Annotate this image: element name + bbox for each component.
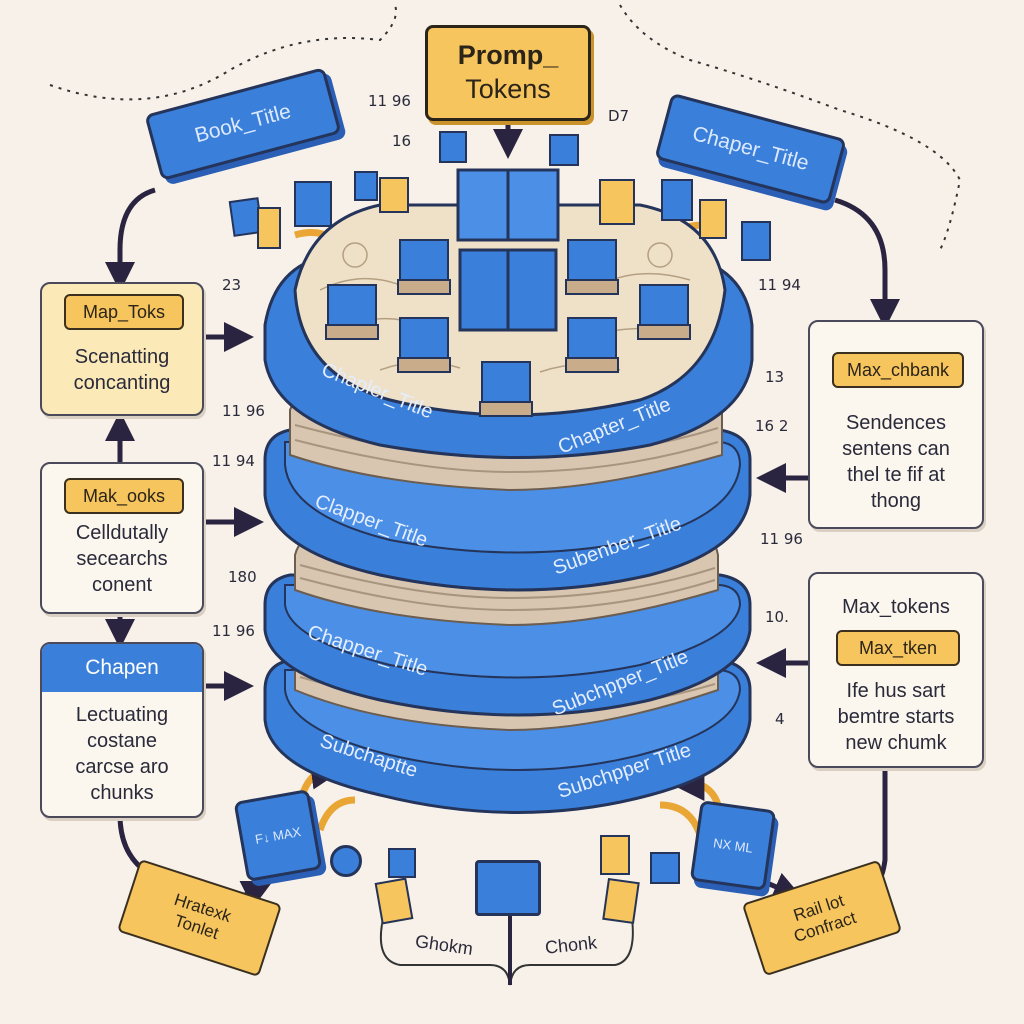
bottom-small-cube-left	[388, 848, 416, 878]
chapen-line3: carcse aro	[75, 756, 169, 778]
chapen-header: Chapen	[42, 644, 202, 692]
bottom-left-cube-label: F↓ MAX	[253, 824, 303, 847]
bottom-right-yellow-label: Rail lot Confract	[791, 890, 859, 946]
cube	[565, 317, 619, 373]
bottom-circle-icon	[330, 845, 362, 877]
max-tokens-line2: bemtre starts	[837, 706, 955, 728]
number-label: 13	[765, 368, 785, 386]
bottom-yellow-token-right2	[602, 877, 640, 925]
left-panel-chapen: Chapen Lectuating costane carcse aro chu…	[40, 642, 204, 818]
bottom-left-cube: F↓ MAX	[233, 789, 323, 882]
number-label: 4	[775, 710, 785, 728]
chapen-line4: chunks	[90, 782, 154, 804]
max-chbank-line1: Sendences	[845, 412, 947, 434]
mak-ooks-tag: Mak_ooks	[64, 478, 184, 514]
chapen-line1: Lectuating	[75, 704, 169, 726]
cube	[397, 317, 451, 373]
max-chbank-line4: thong	[870, 490, 922, 512]
bottom-yellow-token-right	[600, 835, 630, 875]
max-tokens-line1: Ife hus sart	[846, 680, 946, 702]
chapen-line2: costane	[86, 730, 158, 752]
cube	[397, 239, 451, 295]
left-panel-map-toks: Map_Toks Scenatting concanting	[40, 282, 204, 416]
map-toks-line2: concanting	[73, 372, 171, 394]
prompt-tokens-line2: Tokens	[465, 74, 551, 104]
mak-ooks-line3: conent	[91, 574, 153, 596]
cube	[565, 239, 619, 295]
prompt-tokens-box: Promp_ Tokens	[425, 25, 591, 121]
number-label: 11 96	[368, 92, 411, 110]
number-label: 16 2	[755, 417, 789, 435]
number-label: 16	[392, 132, 412, 150]
max-chbank-line2: sentens can	[842, 438, 950, 460]
floating-tokens	[228, 131, 771, 261]
mak-ooks-line2: secearchs	[76, 548, 168, 570]
bottom-small-cube-right	[650, 852, 680, 884]
number-label: 23	[222, 276, 242, 294]
map-toks-line1: Scenatting	[74, 346, 170, 368]
number-label: 11 94	[758, 276, 801, 294]
bottom-right-cube-label: NX ML	[712, 835, 754, 856]
max-chbank-tag: Max_chbank	[832, 352, 964, 388]
mak-ooks-line1: Celldutally	[75, 522, 169, 544]
cube-cluster	[325, 168, 691, 417]
bottom-left-yellow-label: Hratexk Tonlet	[171, 889, 234, 944]
max-chbank-line3: thel te fif at	[847, 464, 945, 486]
left-panel-mak-ooks: Mak_ooks Celldutally secearchs conent	[40, 462, 204, 614]
number-label: 180	[228, 568, 257, 586]
cube	[479, 361, 533, 417]
cube	[325, 284, 379, 340]
bottom-center-cube	[475, 860, 541, 916]
number-label: 10.	[765, 608, 789, 626]
max-tokens-title: Max_tokens	[842, 596, 950, 618]
max-tken-tag: Max_tken	[836, 630, 960, 666]
prompt-tokens-line1: Promp_	[457, 40, 559, 70]
bottom-right-cube: NX ML	[689, 800, 777, 891]
right-panel-max-chbank: Max_chbank Sendences sentens can thel te…	[808, 320, 984, 529]
number-label: 11 94	[212, 452, 255, 470]
cube-tower	[456, 168, 560, 332]
max-tokens-line3: new chumk	[845, 732, 947, 754]
map-toks-tag: Map_Toks	[64, 294, 184, 330]
number-label: 11 96	[222, 402, 265, 420]
number-label: D7	[608, 107, 630, 125]
number-label: 11 96	[212, 622, 255, 640]
right-panel-max-tokens: Max_tokens Max_tken Ife hus sart bemtre …	[808, 572, 984, 768]
number-label: 11 96	[760, 530, 803, 548]
cube	[637, 284, 691, 340]
